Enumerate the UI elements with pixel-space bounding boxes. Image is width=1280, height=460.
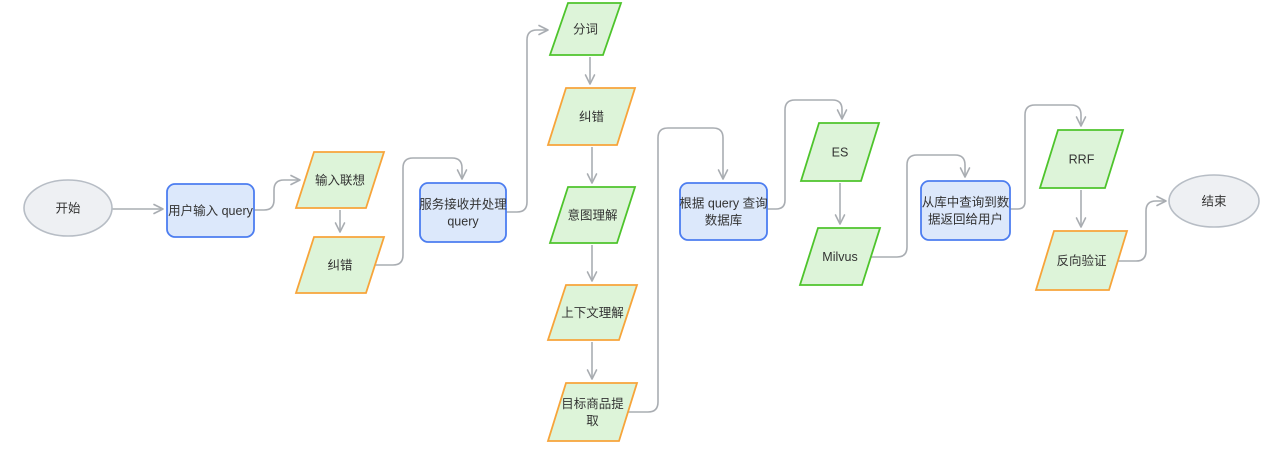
node-user-input-query: 用户输入 query xyxy=(166,183,255,238)
node-error-correction-1: 纠错 xyxy=(294,236,386,294)
arrowhead-icon xyxy=(959,167,971,178)
arrowhead-icon xyxy=(836,109,848,120)
node-reverse-verification: 反向验证 xyxy=(1034,230,1129,291)
node-rrf: RRF xyxy=(1038,129,1125,189)
node-end: 结束 xyxy=(1168,174,1260,228)
edge-query-database-to-es xyxy=(767,99,848,210)
node-tokenization: 分词 xyxy=(548,2,623,56)
arrowhead-icon xyxy=(717,169,729,180)
node-label: 纠错 xyxy=(579,110,604,124)
edge-es-to-milvus xyxy=(834,183,846,225)
node-label: 根据 query 查询数据库 xyxy=(679,197,767,228)
node-target-product-extraction: 目标商品提取 xyxy=(546,382,639,442)
node-label: RRF xyxy=(1069,153,1095,167)
edge-target-product-extraction-to-query-database xyxy=(628,127,729,413)
node-label: 结束 xyxy=(1201,195,1227,209)
node-milvus: Milvus xyxy=(798,227,882,286)
edge-server-receive-process-query-to-tokenization xyxy=(506,24,549,213)
node-label: 分词 xyxy=(573,23,598,37)
node-label: 目标商品提取 xyxy=(561,396,624,428)
edge-error-correction-1-to-server-receive-process-query xyxy=(375,157,468,266)
node-context-understanding: 上下文理解 xyxy=(546,284,639,341)
node-label: Milvus xyxy=(822,250,857,264)
node-label: 从库中查询到数据返回给用户 xyxy=(922,195,1010,227)
arrowhead-icon xyxy=(538,24,549,36)
node-label: 输入联想 xyxy=(315,173,365,188)
node-label: 纠错 xyxy=(327,259,352,273)
node-query-database: 根据 query 查询数据库 xyxy=(679,182,768,241)
edges-layer xyxy=(112,24,1167,413)
node-start: 开始 xyxy=(23,179,113,237)
node-es: ES xyxy=(799,122,881,182)
edge-start-to-user-input-query xyxy=(112,203,164,215)
arrowhead-icon xyxy=(1075,116,1087,127)
node-label: 反向验证 xyxy=(1056,253,1107,268)
arrowhead-icon xyxy=(456,169,468,180)
node-label: 开始 xyxy=(55,202,81,216)
arrowhead-icon xyxy=(1156,195,1167,207)
arrowhead-icon xyxy=(586,173,598,184)
node-label: 上下文理解 xyxy=(561,305,624,320)
arrowhead-icon xyxy=(586,271,598,282)
edge-intent-understanding-to-context-understanding xyxy=(586,245,598,282)
edge-rrf-to-reverse-verification xyxy=(1075,190,1087,228)
arrowhead-icon xyxy=(586,369,598,380)
arrowhead-icon xyxy=(834,214,846,225)
edge-reverse-verification-to-end xyxy=(1117,195,1167,262)
node-error-correction-2: 纠错 xyxy=(546,87,637,146)
edge-user-input-query-to-input-association xyxy=(254,174,301,211)
edge-tokenization-to-error-correction-2 xyxy=(584,57,596,85)
arrowhead-icon xyxy=(1075,217,1087,228)
edge-milvus-to-return-data-to-user xyxy=(871,154,971,258)
edge-error-correction-2-to-intent-understanding xyxy=(586,147,598,184)
edge-context-understanding-to-target-product-extraction xyxy=(586,342,598,380)
arrowhead-icon xyxy=(153,203,164,215)
node-label: ES xyxy=(832,146,849,160)
node-intent-understanding: 意图理解 xyxy=(548,186,637,244)
arrowhead-icon xyxy=(290,174,301,186)
arrowhead-icon xyxy=(334,222,346,233)
node-return-data-to-user: 从库中查询到数据返回给用户 xyxy=(920,180,1011,241)
node-input-association: 输入联想 xyxy=(294,151,386,209)
arrowhead-icon xyxy=(584,74,596,85)
node-label: 意图理解 xyxy=(567,208,617,223)
edge-input-association-to-error-correction-1 xyxy=(334,210,346,233)
node-label: 用户输入 query xyxy=(168,203,253,218)
edge-return-data-to-user-to-rrf xyxy=(1010,104,1087,210)
